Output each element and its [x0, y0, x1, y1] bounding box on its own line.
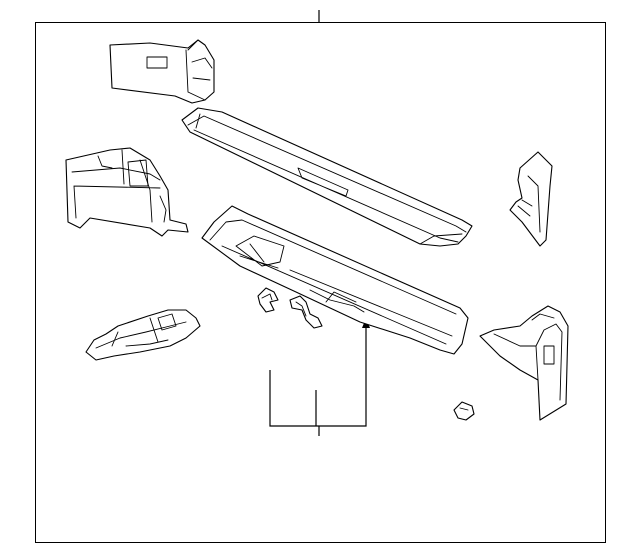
- upper-left-bracket: [109, 39, 215, 104]
- small-clip-center: [289, 295, 323, 329]
- small-clip-right: [453, 401, 475, 421]
- left-lower-bracket: [85, 309, 201, 361]
- lower-cross-member: [201, 205, 469, 355]
- right-lower-bracket: [479, 305, 569, 421]
- left-side-member: [65, 147, 189, 237]
- upper-cross-member: [181, 107, 473, 247]
- right-upper-bracket: [509, 151, 553, 247]
- small-clip-left: [257, 287, 279, 313]
